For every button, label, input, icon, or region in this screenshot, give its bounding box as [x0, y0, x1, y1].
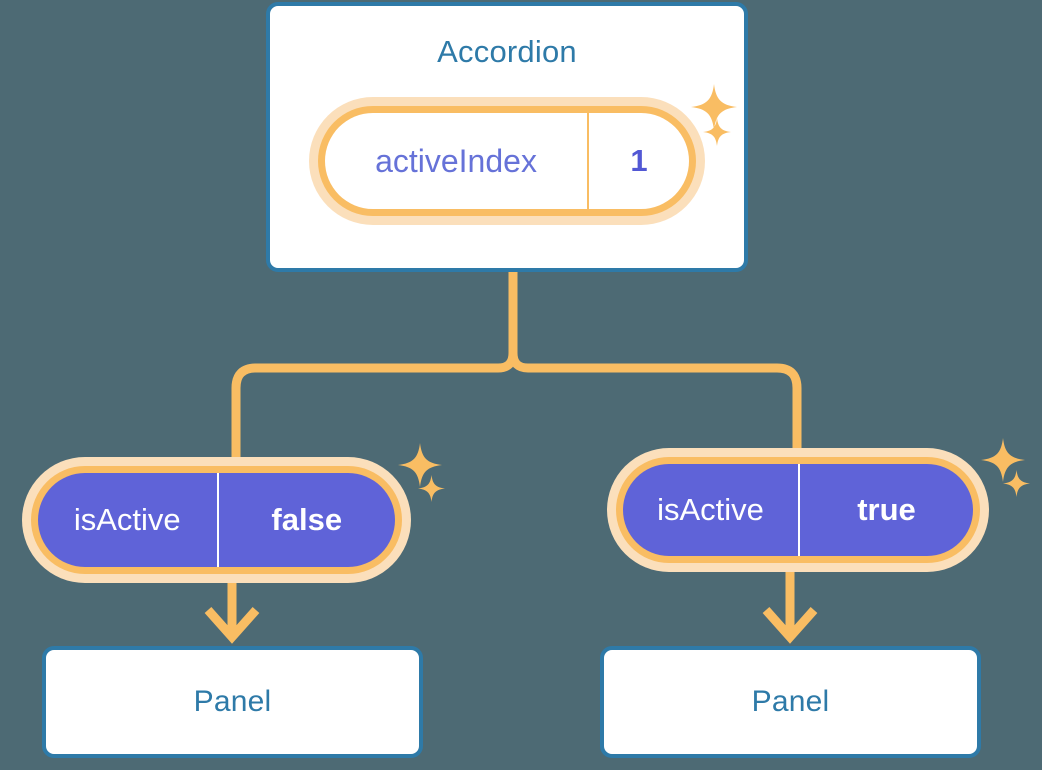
state-pill-body: isActive true	[623, 464, 973, 556]
component-card-panel-left[interactable]: Panel	[42, 646, 423, 758]
state-pill-value: true	[857, 492, 916, 527]
component-title: Accordion	[437, 34, 577, 69]
state-pill-name: isActive	[623, 464, 800, 556]
state-pill-ring: isActive true	[616, 457, 980, 563]
component-title: Panel	[193, 685, 272, 718]
state-pill-name: isActive	[38, 473, 219, 567]
state-pill-value: 1	[630, 143, 648, 178]
state-pill-body: activeIndex 1	[325, 113, 689, 209]
component-title: Panel	[751, 685, 830, 718]
sparkle-icon	[418, 475, 445, 502]
sparkle-icon	[981, 438, 1025, 482]
state-pill-active-index[interactable]: activeIndex 1	[309, 97, 705, 225]
connector-split-right	[508, 352, 802, 455]
state-pill-value: false	[271, 502, 343, 537]
state-pill-is-active-left[interactable]: isActive false	[22, 457, 411, 583]
state-pill-name: activeIndex	[325, 113, 589, 209]
arrow-down-icon-left	[204, 607, 260, 644]
sparkle-icon	[398, 443, 442, 487]
connector-split-left	[231, 352, 518, 462]
state-pill-ring: activeIndex 1	[318, 106, 696, 216]
arrow-down-icon-right	[762, 607, 818, 644]
state-pill-ring: isActive false	[31, 466, 402, 574]
component-card-panel-right[interactable]: Panel	[600, 646, 981, 758]
sparkle-icon	[1003, 470, 1030, 497]
state-pill-body: isActive false	[38, 473, 395, 567]
state-pill-is-active-right[interactable]: isActive true	[607, 448, 989, 572]
